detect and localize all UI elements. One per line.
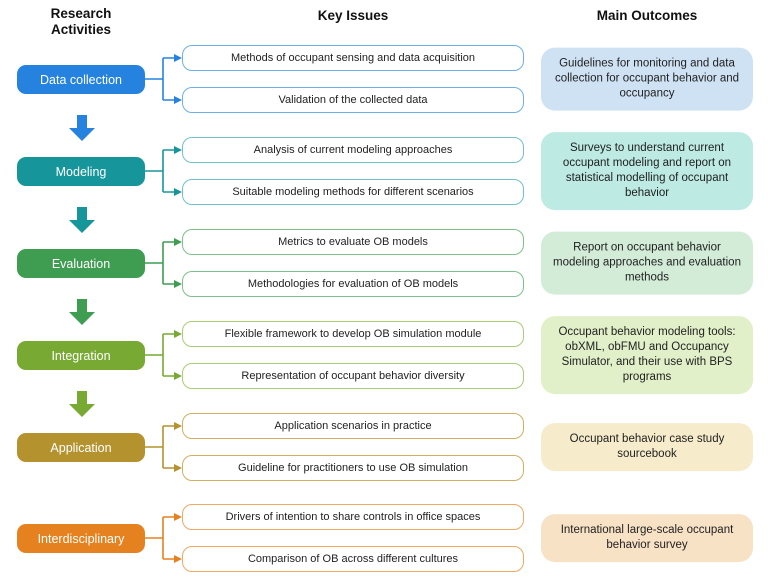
key-issue-box: Application scenarios in practice: [182, 413, 524, 439]
down-arrow-icon: [69, 207, 95, 233]
branch-connector: [145, 238, 182, 288]
activity-box-data-collection: Data collection: [17, 65, 145, 94]
row-evaluation: Evaluation Metrics to evaluate OB models…: [0, 229, 768, 297]
outcome-box: Surveys to understand current occupant m…: [541, 132, 753, 210]
outcome-box: Report on occupant behavior modeling app…: [541, 231, 753, 295]
key-issue-box: Flexible framework to develop OB simulat…: [182, 321, 524, 347]
key-issue-box: Drivers of intention to share controls i…: [182, 504, 524, 530]
branch-connector: [145, 330, 182, 380]
row-data-collection: Data collection Methods of occupant sens…: [0, 45, 768, 113]
branch-connector: [145, 513, 182, 563]
activity-box-integration: Integration: [17, 341, 145, 370]
outcome-box: Guidelines for monitoring and data colle…: [541, 47, 753, 111]
header-main-outcomes: Main Outcomes: [596, 8, 698, 23]
activity-box-evaluation: Evaluation: [17, 249, 145, 278]
row-modeling: Modeling Analysis of current modeling ap…: [0, 132, 768, 210]
outcome-box: Occupant behavior modeling tools: obXML,…: [541, 316, 753, 394]
key-issue-box: Analysis of current modeling approaches: [182, 137, 524, 163]
activity-box-application: Application: [17, 433, 145, 462]
key-issue-box: Validation of the collected data: [182, 87, 524, 113]
header-research-activities: Research Activities: [50, 6, 112, 37]
key-issue-box: Guideline for practitioners to use OB si…: [182, 455, 524, 481]
row-integration: Integration Flexible framework to develo…: [0, 316, 768, 394]
activity-box-interdisciplinary: Interdisciplinary: [17, 524, 145, 553]
key-issue-box: Metrics to evaluate OB models: [182, 229, 524, 255]
branch-connector: [145, 422, 182, 472]
down-arrow-icon: [69, 115, 95, 141]
key-issue-box: Representation of occupant behavior dive…: [182, 363, 524, 389]
branch-connector: [145, 54, 182, 104]
header-key-issues: Key Issues: [317, 8, 389, 23]
activity-box-modeling: Modeling: [17, 157, 145, 186]
branch-connector: [145, 146, 182, 196]
key-issue-box: Methodologies for evaluation of OB model…: [182, 271, 524, 297]
key-issue-box: Comparison of OB across different cultur…: [182, 546, 524, 572]
outcome-box: Occupant behavior case study sourcebook: [541, 423, 753, 471]
row-application: Application Application scenarios in pra…: [0, 413, 768, 481]
down-arrow-icon: [69, 299, 95, 325]
key-issue-box: Suitable modeling methods for different …: [182, 179, 524, 205]
row-interdisciplinary: Interdisciplinary Drivers of intention t…: [0, 504, 768, 572]
outcome-box: International large-scale occupant behav…: [541, 514, 753, 562]
down-arrow-icon: [69, 391, 95, 417]
key-issue-box: Methods of occupant sensing and data acq…: [182, 45, 524, 71]
